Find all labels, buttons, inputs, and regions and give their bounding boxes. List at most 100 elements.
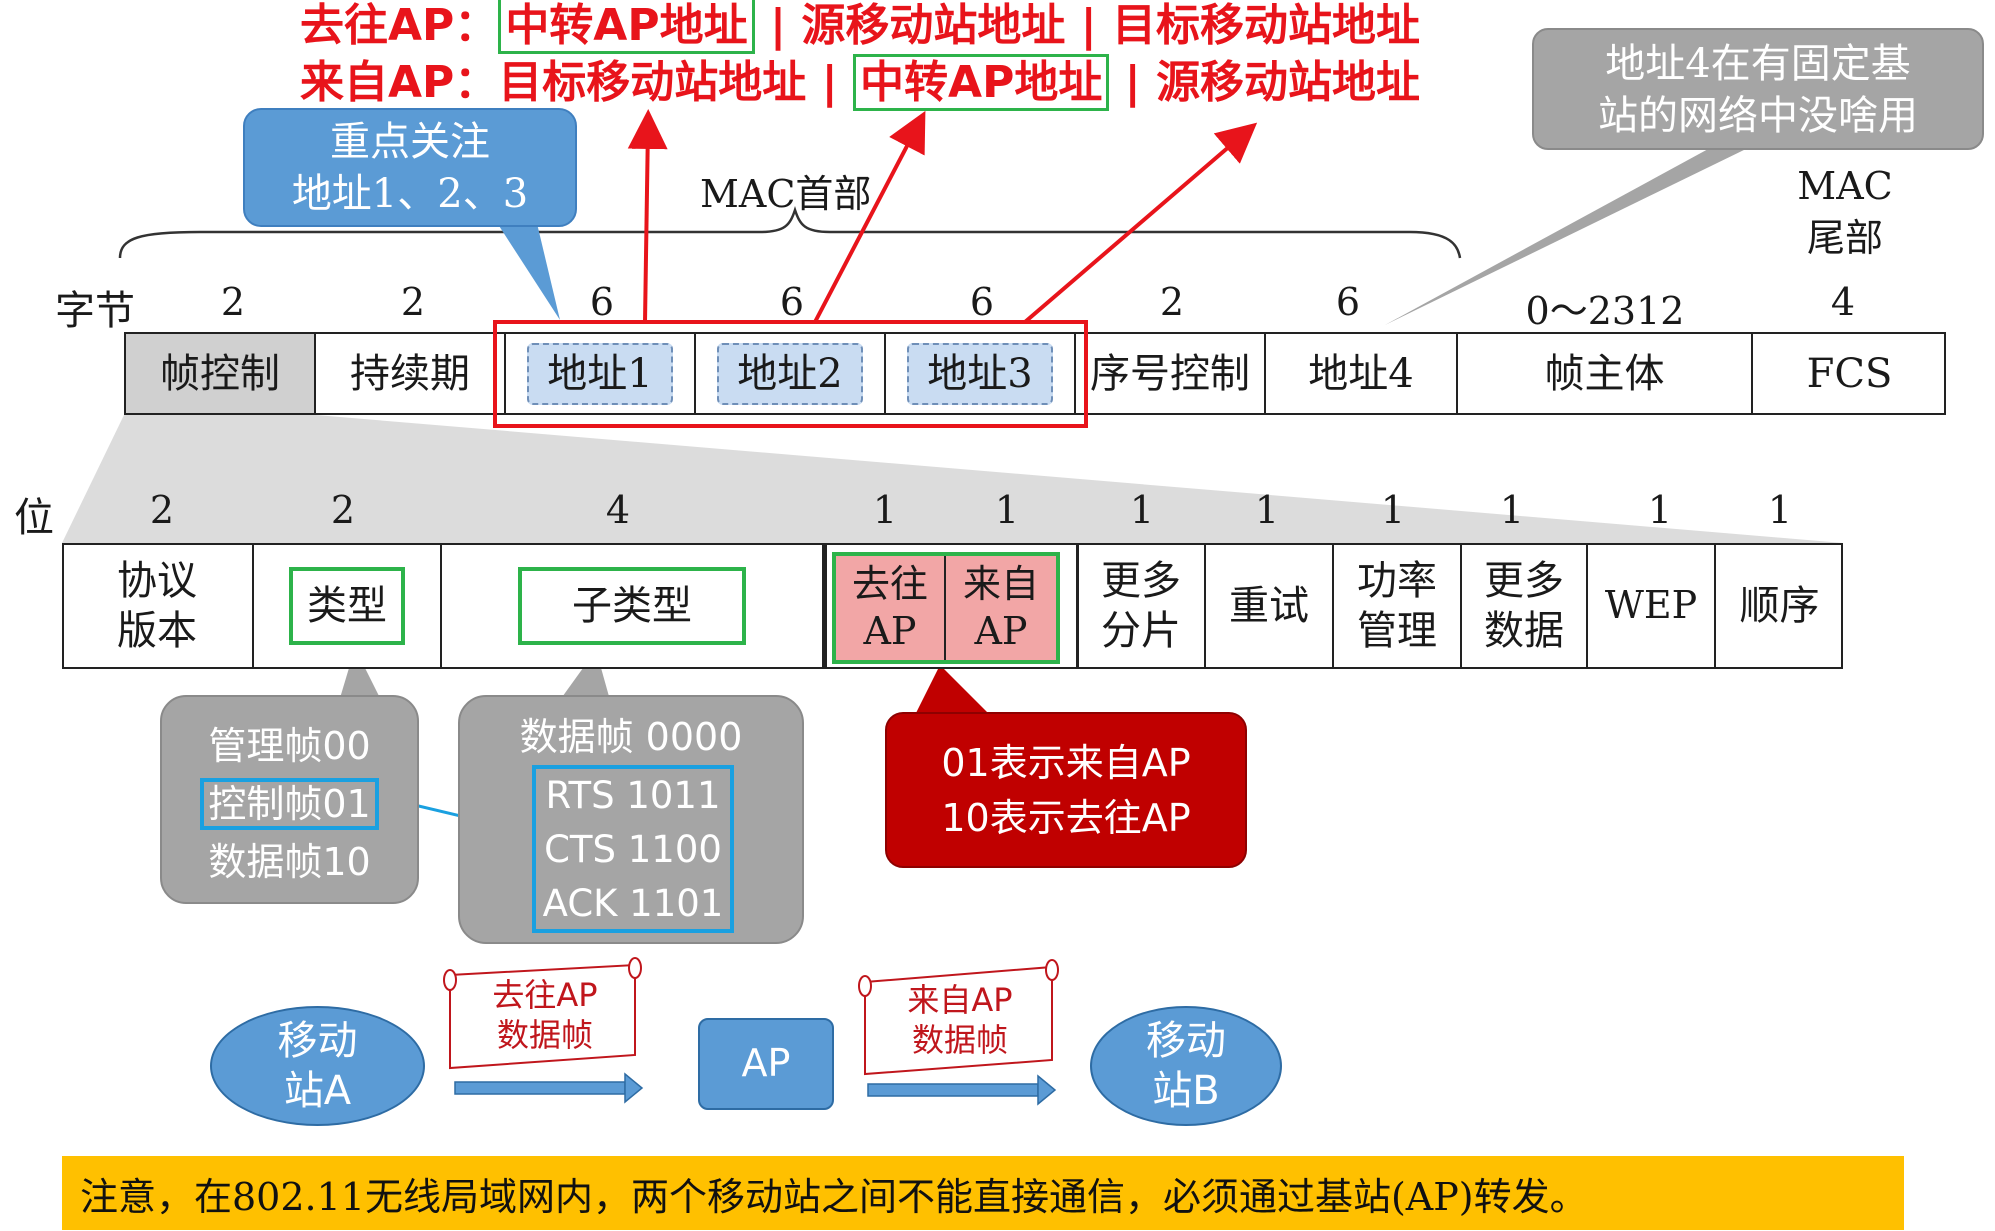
divider <box>1076 543 1079 669</box>
byte-size: 6 <box>779 280 805 324</box>
ap-flag-callout: 01表示来自AP 10表示去往AP <box>885 712 1247 868</box>
addr4-callout-line2: 站的网络中没啥用 <box>1598 93 1918 139</box>
bit-size: 1 <box>1767 488 1793 532</box>
byte-size: 0～2312 <box>1525 289 1685 333</box>
ap-flag-line1: 01表示来自AP <box>941 741 1191 785</box>
type-management: 管理帧00 <box>208 724 371 768</box>
bit-size: 1 <box>872 488 898 532</box>
bit-row-label: 位 <box>14 495 54 541</box>
byte-size: 4 <box>1830 280 1856 324</box>
field-frame-body: 帧主体 <box>1458 332 1753 415</box>
bit-size: 1 <box>1254 488 1280 532</box>
bit-size: 1 <box>1499 488 1525 532</box>
bit-size: 2 <box>330 488 356 532</box>
separator: | <box>806 57 854 108</box>
byte-size: 2 <box>220 280 246 324</box>
note-bar: 注意，在802.11无线局域网内，两个移动站之间不能直接通信，必须通过基站(AP… <box>62 1156 1904 1230</box>
subtype-ack: ACK 1101 <box>542 882 724 925</box>
addr4-callout-line1: 地址4在有固定基 <box>1605 41 1911 87</box>
title-to-ap: 去往AP：中转AP地址 | 源移动站地址 | 目标移动站地址 <box>300 0 1420 54</box>
mac-header-label: MAC首部 <box>700 172 872 216</box>
separator: | <box>754 0 802 51</box>
bit-type: 类型 <box>254 543 442 669</box>
bit-size: 2 <box>149 488 175 532</box>
separator: | <box>1065 0 1113 51</box>
cell-line: AP <box>974 609 1028 653</box>
focus-callout-line1: 重点关注 <box>330 119 490 165</box>
byte-size: 2 <box>400 280 426 324</box>
bit-size: 4 <box>605 488 631 532</box>
field-fcs: FCS <box>1806 350 1893 397</box>
bit-size: 1 <box>1647 488 1673 532</box>
subtype-data: 数据帧 0000 <box>519 715 743 759</box>
bit-order: 顺序 <box>1739 583 1820 629</box>
scroll-to-ap: 去往AP 数据帧 <box>470 975 620 1055</box>
bit-more-fragments: 更多分片 <box>1078 543 1206 669</box>
note-text: 注意，在802.11无线局域网内，两个移动站之间不能直接通信，必须通过基站(AP… <box>80 1174 1588 1219</box>
cell-line: 功率 <box>1357 558 1437 604</box>
station-b: 移动 站B <box>1090 1006 1282 1126</box>
bit-more-data: 更多数据 <box>1462 543 1588 669</box>
access-point: AP <box>698 1018 834 1110</box>
title-from-ap-label: 来自AP： <box>300 57 499 108</box>
cell-line: 更多 <box>1101 558 1181 604</box>
addr4-callout: 地址4在有固定基 站的网络中没啥用 <box>1532 28 1984 150</box>
byte-row-label: 字节 <box>55 288 135 334</box>
mac-header-brace <box>118 206 1462 259</box>
separator: | <box>1109 57 1157 108</box>
scroll-from-ap-line1: 来自AP <box>907 981 1013 1019</box>
title-part: 源移动站地址 <box>801 0 1066 51</box>
scroll-to-ap-line1: 去往AP <box>492 976 598 1014</box>
cell-line: 分片 <box>1101 608 1181 654</box>
cell-line: 更多 <box>1484 558 1564 604</box>
scroll-from-ap-line2: 数据帧 <box>911 1021 1008 1059</box>
frame-control-projection <box>62 415 1843 543</box>
bit-size: 1 <box>1129 488 1155 532</box>
relay-ap-address-highlight: 中转AP地址 <box>498 0 755 54</box>
cell-line: 协议 <box>117 558 197 604</box>
scroll-icon <box>443 957 1059 1076</box>
divider <box>824 543 827 669</box>
title-part: 源移动站地址 <box>1156 57 1421 108</box>
field-address4: 地址4 <box>1266 332 1458 415</box>
byte-size: 6 <box>969 280 995 324</box>
field-address1: 地址1 <box>506 332 696 415</box>
byte-size: 6 <box>589 280 615 324</box>
address3-label: 地址3 <box>907 342 1053 405</box>
subtype-highlight: 子类型 <box>518 567 746 645</box>
bit-wep: WEP <box>1588 543 1716 669</box>
cell-line: 来自 <box>962 561 1039 606</box>
mac-trailer-line1: MAC <box>1797 164 1893 208</box>
subtype-rts: RTS 1011 <box>545 774 721 817</box>
focus-callout-line2: 地址1、2、3 <box>291 171 529 217</box>
scroll-to-ap-line2: 数据帧 <box>496 1016 593 1054</box>
station-a: 移动 站A <box>210 1006 425 1126</box>
arrow-addr3 <box>1023 122 1258 324</box>
field-address2: 地址2 <box>696 332 886 415</box>
title-from-ap: 来自AP：目标移动站地址 | 中转AP地址 | 源移动站地址 <box>300 54 1421 111</box>
relay-ap-address-highlight: 中转AP地址 <box>853 54 1110 111</box>
title-to-ap-label: 去往AP： <box>300 0 499 51</box>
address-highlight-box <box>493 320 1088 428</box>
station-a-line2: 站A <box>283 1068 352 1114</box>
bit-power-management: 功率管理 <box>1334 543 1462 669</box>
type-highlight: 类型 <box>289 567 405 645</box>
byte-size: 6 <box>1335 280 1361 324</box>
arrow-addr1 <box>627 109 668 323</box>
type-data: 数据帧10 <box>208 840 371 884</box>
title-part: 目标移动站地址 <box>498 57 807 108</box>
mac-trailer-line2: 尾部 <box>1806 216 1883 260</box>
bit-protocol-version: 协议版本 <box>62 543 254 669</box>
address1-label: 地址1 <box>527 342 673 405</box>
field-duration: 持续期 <box>316 332 506 415</box>
subtype-cts: CTS 1100 <box>544 828 722 871</box>
address2-label: 地址2 <box>717 342 863 405</box>
subtype-callout: 数据帧 0000 RTS 1011 CTS 1100 ACK 1101 <box>458 695 804 944</box>
subtype-control-box: RTS 1011 CTS 1100 ACK 1101 <box>532 765 734 933</box>
field-frame-control: 帧控制 <box>124 332 316 415</box>
type-control: 控制帧01 <box>200 778 379 830</box>
station-a-line1: 移动 <box>277 1018 358 1064</box>
